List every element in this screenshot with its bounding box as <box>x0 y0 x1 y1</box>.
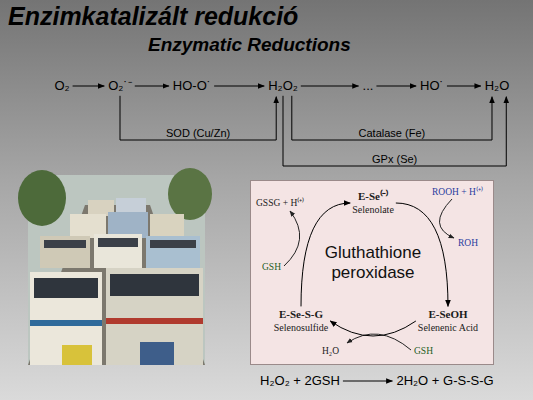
species-text: HO˙ <box>420 78 444 94</box>
substrate-label: ROOH + H⁽⁺⁾ <box>432 185 483 198</box>
substrate-label: GSH <box>414 346 433 356</box>
photo-stripe <box>30 320 102 326</box>
photo-stripe <box>106 318 203 324</box>
enzyme-state: E-Se⁽⁻⁾Selenolate <box>352 190 394 215</box>
species-text: O₂ <box>54 78 69 94</box>
substrate-arrow <box>347 334 411 350</box>
reaction-arrow <box>214 86 264 87</box>
enzyme-bracket <box>120 96 276 140</box>
substrate-arrow <box>439 199 454 238</box>
enzyme-state: E-Se-S-GSelenosulfide <box>274 308 328 333</box>
reaction-arrow <box>135 86 169 87</box>
node-text: Selenolate <box>352 204 394 216</box>
reaction-arrow <box>301 86 359 87</box>
photo-window <box>150 240 196 248</box>
enzyme-label: Catalase (Fe) <box>359 127 426 139</box>
photo-car <box>62 345 92 365</box>
node-text: Selenenic Acid <box>418 322 478 334</box>
cycle-panel-fill <box>250 180 494 365</box>
enzyme-bracket <box>283 96 506 166</box>
photo-tree <box>18 170 66 226</box>
node-text: H₂O₂ + 2GSH <box>260 373 340 389</box>
photo-bus <box>94 234 142 268</box>
photo-bus <box>106 268 203 365</box>
node-text: HO˙ <box>420 78 444 94</box>
node-text: E-Se-S-G <box>274 308 328 321</box>
species-text: H₂O₂ <box>268 78 298 94</box>
photo-window <box>34 278 98 298</box>
product-label: ROH <box>458 238 478 248</box>
traffic-photo <box>18 168 212 365</box>
photo-road <box>28 205 205 365</box>
equation-side: H₂O₂ + 2GSH <box>260 373 340 389</box>
slide-title: Enzimkatalizált redukció <box>8 2 298 31</box>
cycle-title: Gluthathione peroxidase <box>311 243 435 282</box>
reaction-arrow <box>343 381 393 382</box>
node-text: 2H₂O + G-S-S-G <box>396 373 493 389</box>
photo-window <box>44 240 86 248</box>
substrate-label: GSH <box>262 262 281 272</box>
product-label: GSSG + H⁽⁺⁾ <box>256 196 304 209</box>
slide-subtitle: Enzymatic Reductions <box>148 34 351 56</box>
node-text: O₂ <box>54 78 69 94</box>
photo-car <box>140 342 174 365</box>
substrate-arrow <box>284 211 300 266</box>
node-text: HO-O˙ <box>173 78 211 94</box>
photo-window <box>98 238 138 247</box>
cycle-arrow <box>330 321 416 336</box>
enzyme-state: E-SeOHSelenenic Acid <box>418 308 478 333</box>
species-text: HO-O˙ <box>173 78 211 94</box>
photo-bus <box>30 272 102 365</box>
reaction-arrow <box>73 86 105 87</box>
equation-side: 2H₂O + G-S-S-G <box>396 373 493 389</box>
species-text: O₂˙⁻ <box>108 78 132 94</box>
product-label: H₂O <box>322 346 339 356</box>
photo-tree <box>168 168 212 220</box>
node-text: H₂O <box>485 78 510 94</box>
cycle-panel: Gluthathione peroxidase E-Se⁽⁻⁾Selenolate… <box>250 180 494 365</box>
photo-bus <box>150 214 184 238</box>
photo-bus <box>146 236 200 268</box>
node-text: E-Se⁽⁻⁾ <box>352 190 394 203</box>
reaction-arrow <box>376 86 416 87</box>
cycle-arrow <box>292 96 492 140</box>
node-text: E-SeOH <box>418 308 478 321</box>
node-text: O₂˙⁻ <box>108 78 132 94</box>
node-text: Selenosulfide <box>274 322 328 334</box>
node-text: H₂O₂ <box>268 78 298 94</box>
photo-window <box>110 274 199 296</box>
species-text: H₂O <box>485 78 510 94</box>
species-text: ... <box>363 78 374 94</box>
reaction-arrow <box>447 86 481 87</box>
enzyme-label: SOD (Cu/Zn) <box>166 127 230 139</box>
photo-bus <box>40 236 90 268</box>
node-text: ... <box>363 78 374 94</box>
enzyme-label: GPx (Se) <box>372 153 417 165</box>
